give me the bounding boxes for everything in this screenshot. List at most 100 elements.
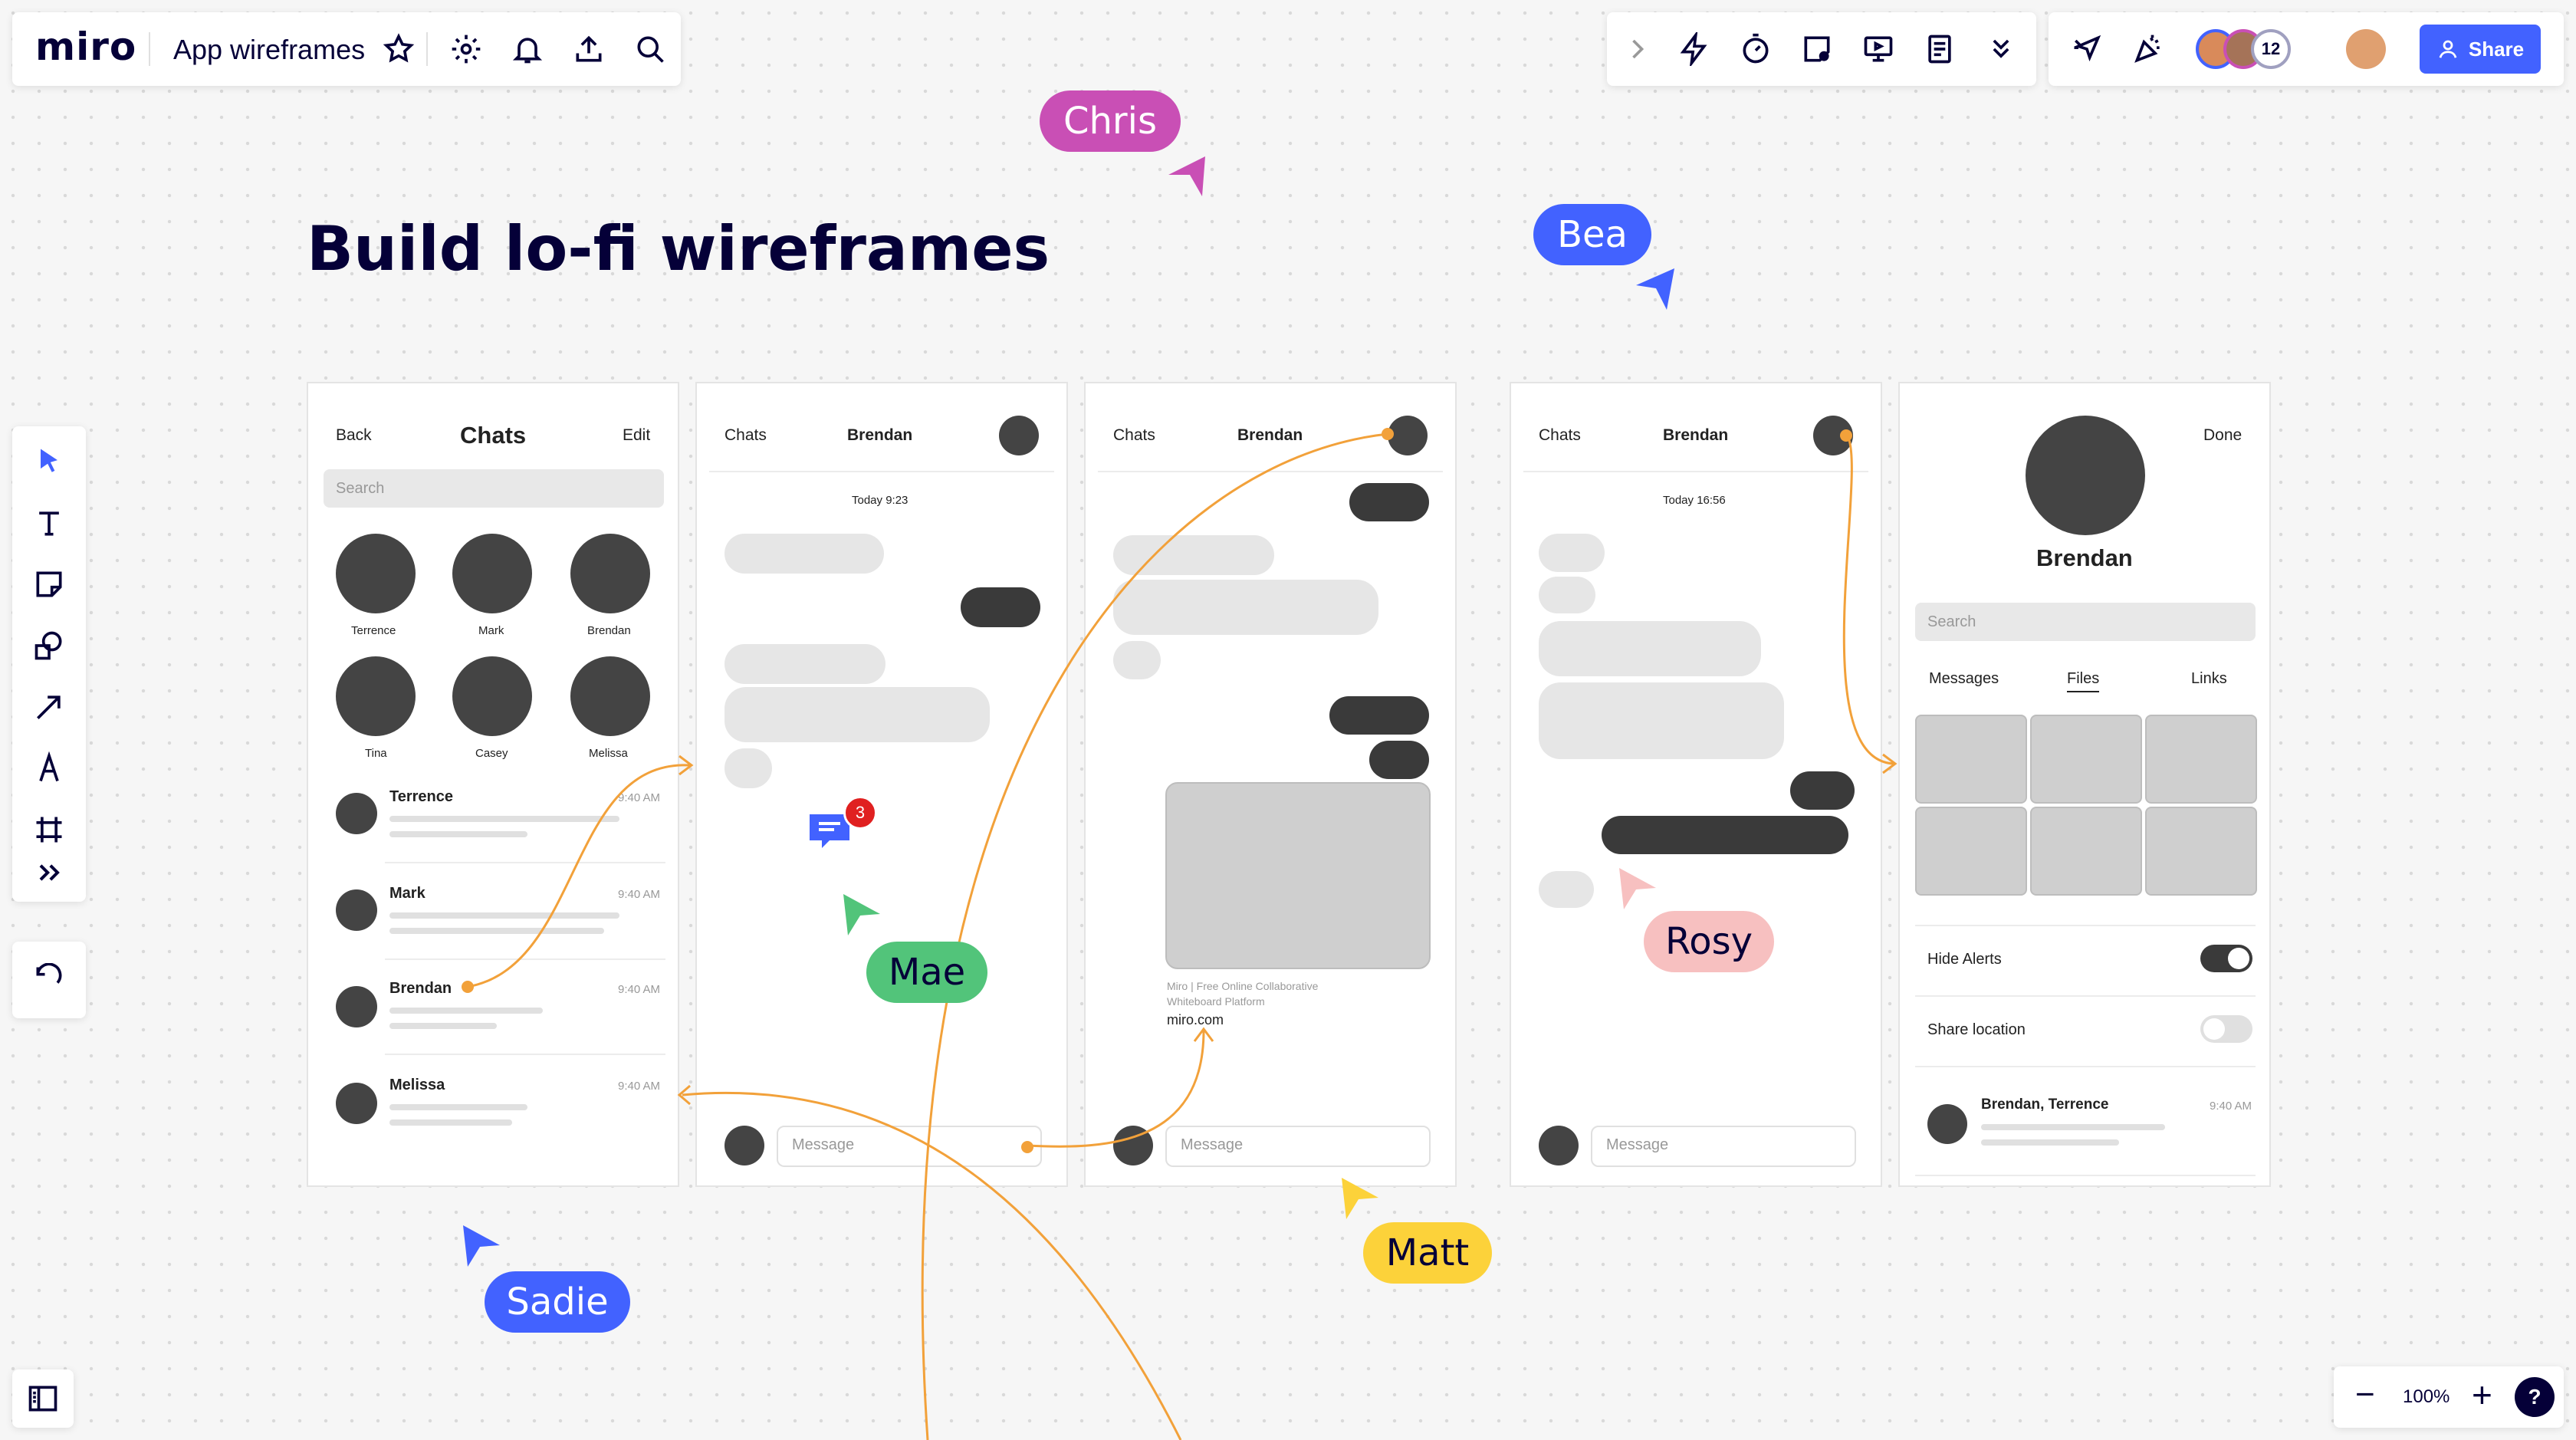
back-link[interactable]: Back <box>336 426 372 444</box>
tab-messages[interactable]: Messages <box>1929 670 1999 687</box>
collaborator-count-badge[interactable]: 12 <box>2251 29 2291 69</box>
divider <box>709 471 1054 472</box>
avatar[interactable] <box>2346 29 2386 69</box>
message-bubble <box>1369 741 1429 779</box>
frame-icon[interactable] <box>26 807 72 853</box>
chat-name: Mark <box>389 885 426 902</box>
arrow-icon[interactable] <box>26 684 72 730</box>
zoom-in-button[interactable]: + <box>2472 1375 2492 1415</box>
avatar-label: Tina <box>365 747 387 760</box>
message-input[interactable]: Message <box>1591 1126 1856 1167</box>
file-thumbnail[interactable] <box>2030 807 2142 896</box>
done-link[interactable]: Done <box>2203 426 2242 444</box>
link-preview-image[interactable] <box>1165 782 1431 969</box>
hide-alerts-toggle[interactable] <box>2200 945 2252 972</box>
tab-links[interactable]: Links <box>2191 670 2227 687</box>
timer-icon[interactable] <box>1733 26 1779 72</box>
sticky-note-icon[interactable] <box>1794 26 1840 72</box>
comment-icon[interactable] <box>807 810 853 853</box>
back-link[interactable]: Chats <box>1113 426 1155 444</box>
message-bubble <box>724 687 990 742</box>
cursor-label-bea: Bea <box>1533 204 1651 265</box>
avatar[interactable] <box>999 416 1039 455</box>
double-chevron-down-icon[interactable] <box>1978 26 2024 72</box>
screen-title: Brendan <box>847 426 913 444</box>
link-url[interactable]: miro.com <box>1167 1012 1224 1027</box>
preview-line <box>389 831 527 837</box>
share-button[interactable]: Share <box>2420 25 2541 74</box>
search-placeholder: Search <box>336 480 385 497</box>
file-thumbnail[interactable] <box>1915 715 2027 804</box>
text-icon[interactable] <box>26 500 72 546</box>
cursor-label-chris: Chris <box>1040 90 1181 152</box>
undo-panel <box>12 942 86 1018</box>
select-cursor-icon[interactable] <box>26 439 72 485</box>
message-bubble <box>1539 621 1761 676</box>
star-icon[interactable] <box>376 26 422 72</box>
chevron-right-icon[interactable] <box>1615 26 1661 72</box>
miro-logo[interactable]: miro <box>35 25 137 69</box>
cursor-pointer-rosy <box>1619 868 1656 909</box>
message-input[interactable]: Message <box>1165 1126 1431 1167</box>
file-thumbnail[interactable] <box>1915 807 2027 896</box>
help-button[interactable]: ? <box>2515 1377 2555 1417</box>
wireframe-profile[interactable]: Done Brendan Search Messages Files Links… <box>1898 382 2271 1187</box>
avatar[interactable] <box>336 656 416 736</box>
wireframe-conversation-3[interactable]: Chats Brendan Today 16:56 Message <box>1510 382 1882 1187</box>
file-thumbnail[interactable] <box>2145 715 2257 804</box>
upload-icon[interactable] <box>566 26 612 72</box>
zoom-level[interactable]: 100% <box>2403 1386 2450 1407</box>
search-field[interactable]: Search <box>324 469 664 508</box>
more-tools-icon[interactable] <box>26 850 72 896</box>
message-bubble <box>1113 641 1161 679</box>
celebrate-icon[interactable] <box>2125 26 2171 72</box>
avatar[interactable] <box>570 656 650 736</box>
sticky-note-icon[interactable] <box>26 561 72 607</box>
message-bubble <box>724 748 772 788</box>
message-placeholder: Message <box>1606 1136 1669 1153</box>
divider <box>1915 1175 2256 1176</box>
avatar-label: Melissa <box>589 747 628 760</box>
lightning-icon[interactable] <box>1671 26 1717 72</box>
edit-link[interactable]: Edit <box>623 426 651 444</box>
board-name[interactable]: App wireframes <box>173 34 366 65</box>
settings-icon[interactable] <box>443 26 489 72</box>
search-icon[interactable] <box>627 26 673 72</box>
board-panel-toggle[interactable] <box>12 1369 74 1428</box>
cursor-label-matt: Matt <box>1363 1222 1492 1284</box>
wireframe-conversation-2[interactable]: Chats Brendan Miro | Free Online Collabo… <box>1084 382 1457 1187</box>
bell-icon[interactable] <box>504 26 550 72</box>
tab-files[interactable]: Files <box>2067 670 2100 692</box>
file-thumbnail[interactable] <box>2030 715 2142 804</box>
search-field[interactable]: Search <box>1915 603 2256 641</box>
file-thumbnail[interactable] <box>2145 807 2257 896</box>
profile-avatar[interactable] <box>2026 416 2145 535</box>
avatar[interactable] <box>1388 416 1428 455</box>
wireframe-conversation-1[interactable]: Chats Brendan Today 9:23 Message <box>695 382 1068 1187</box>
avatar <box>724 1126 764 1165</box>
screen-title: Chats <box>460 422 527 449</box>
message-input[interactable]: Message <box>777 1126 1042 1167</box>
divider <box>385 1054 665 1055</box>
avatar[interactable] <box>452 656 532 736</box>
avatar[interactable] <box>336 534 416 613</box>
undo-icon[interactable] <box>26 957 72 1003</box>
shapes-icon[interactable] <box>26 623 72 669</box>
message-bubble <box>1539 871 1594 908</box>
share-location-toggle[interactable] <box>2200 1015 2252 1043</box>
board-heading[interactable]: Build lo-fi wireframes <box>307 213 1050 284</box>
presentation-icon[interactable] <box>1855 26 1901 72</box>
zoom-out-button[interactable]: − <box>2355 1376 2375 1413</box>
notes-icon[interactable] <box>1917 26 1963 72</box>
back-link[interactable]: Chats <box>1539 426 1581 444</box>
connector-arrowhead <box>1193 1027 1214 1042</box>
avatar[interactable] <box>452 534 532 613</box>
message-bubble <box>1790 771 1855 810</box>
pen-icon[interactable] <box>26 745 72 791</box>
message-placeholder: Message <box>1181 1136 1244 1153</box>
back-link[interactable]: Chats <box>724 426 767 444</box>
avatar[interactable] <box>570 534 650 613</box>
chat-time: 9:40 AM <box>618 791 661 804</box>
cursor-select-icon[interactable] <box>2064 26 2110 72</box>
wireframe-chats-list[interactable]: Back Chats Edit Search Terrence Mark Bre… <box>307 382 679 1187</box>
